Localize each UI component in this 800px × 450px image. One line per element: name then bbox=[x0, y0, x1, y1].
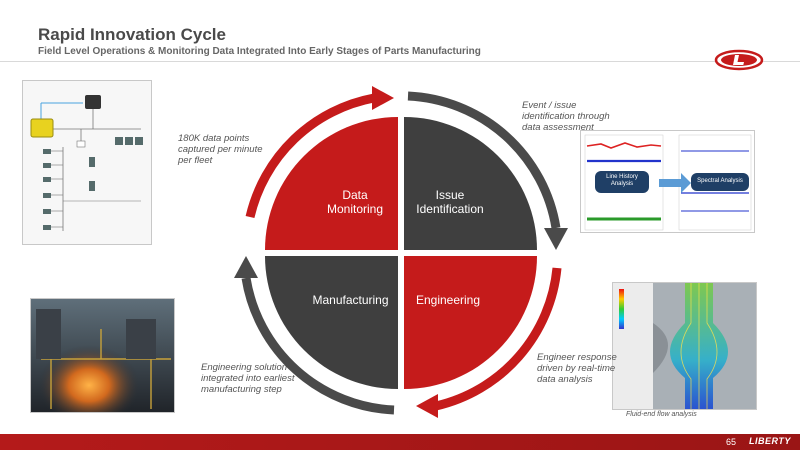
analysis-charts-image: Line History Analysis Spectral Analysis bbox=[580, 130, 755, 233]
label-issue-identification-text: Issue Identification bbox=[416, 188, 484, 216]
factory-photo bbox=[30, 298, 175, 413]
label-data-monitoring-text: Data Monitoring bbox=[326, 188, 384, 216]
label-manufacturing: Manufacturing bbox=[312, 293, 389, 307]
callout-event-issue: Event / issue identification through dat… bbox=[522, 100, 610, 133]
footer-brand-logo: LIBERTY bbox=[749, 436, 791, 446]
header-divider bbox=[0, 61, 800, 62]
label-issue-identification: Issue Identification bbox=[400, 188, 500, 216]
page-title: Rapid Innovation Cycle bbox=[38, 25, 226, 44]
line-history-label: Line History Analysis bbox=[606, 174, 638, 187]
flow-analysis-image bbox=[612, 282, 757, 410]
label-engineering: Engineering bbox=[415, 293, 481, 307]
callout-engineering-solution: Engineering solution integrated into ear… bbox=[201, 362, 295, 395]
quadrant-issue-identification bbox=[404, 117, 537, 250]
flow-caption: Fluid-end flow analysis bbox=[626, 411, 697, 418]
page-subtitle: Field Level Operations & Monitoring Data… bbox=[38, 46, 481, 57]
sensor-network-diagram bbox=[22, 80, 152, 245]
callout-data-points: 180K data points captured per minute per… bbox=[178, 133, 263, 166]
quadrant-data-monitoring bbox=[265, 117, 398, 250]
innovation-cycle-wheel bbox=[234, 86, 568, 418]
page-number: 65 bbox=[726, 437, 737, 447]
callout-engineer-response: Engineer response driven by real-time da… bbox=[537, 352, 617, 385]
label-data-monitoring: Data Monitoring bbox=[305, 188, 405, 216]
spectral-analysis-label: Spectral Analysis bbox=[697, 178, 743, 184]
quadrant-manufacturing bbox=[265, 256, 398, 389]
liberty-logo-icon bbox=[714, 49, 764, 71]
footer-bar bbox=[0, 434, 800, 450]
quadrant-engineering bbox=[404, 256, 537, 389]
